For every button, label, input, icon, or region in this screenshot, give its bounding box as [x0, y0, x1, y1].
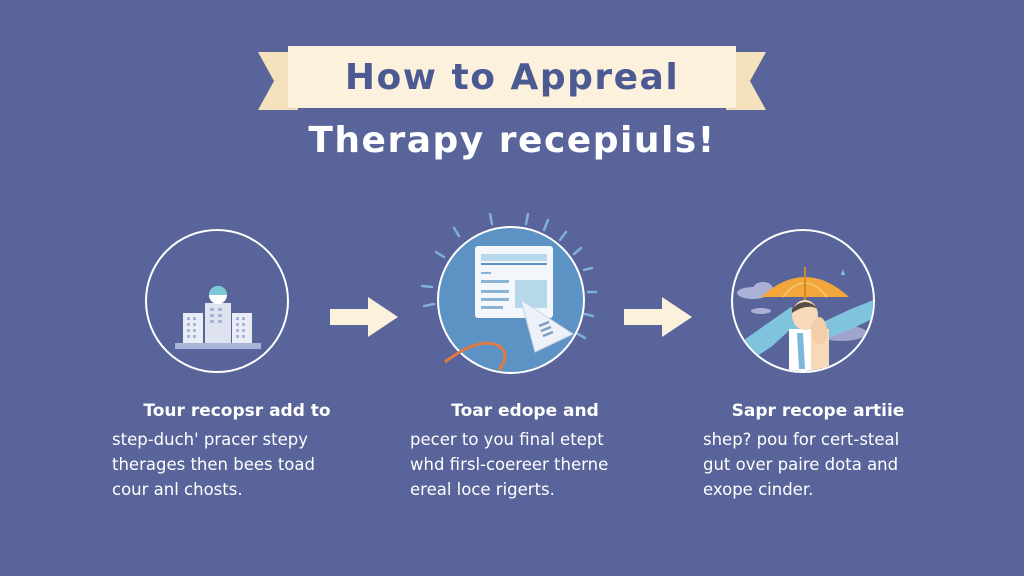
- glow-rays: [420, 212, 598, 340]
- step-2-title: Toar edope and: [451, 401, 599, 421]
- step-2-line-2: whd firsl-coereer therne: [410, 455, 609, 474]
- title-banner: How to Appreal: [258, 46, 766, 110]
- step-2-line-3: ereal loce rigerts.: [410, 480, 555, 499]
- hospital-building-icon: [175, 286, 261, 349]
- banner-title: How to Appreal: [344, 56, 680, 98]
- step-1-line-2: therages then bees toad: [112, 455, 315, 474]
- step-3-line-3: exope cinder.: [703, 480, 814, 499]
- step-2-icon-circle: [437, 226, 585, 374]
- step-3-title: Sapr recope artiie: [731, 401, 905, 421]
- banner-ribbon: How to Appreal: [288, 46, 736, 108]
- step-3-line-1: shep? pou for cert-steal: [703, 430, 900, 449]
- step-1-title: Tour recopsr add to: [143, 401, 331, 421]
- step-3-line-2: gut over paire dota and: [703, 455, 899, 474]
- step-3-text: Sapr recope artiie shep? pou for cert-st…: [703, 399, 933, 502]
- arrow-right-icon: [330, 297, 398, 337]
- step-1-icon-circle: [145, 229, 289, 373]
- step-1-text: Tour recopsr add to step-duch' pracer st…: [112, 399, 362, 502]
- step-2-line-1: pecer to you final etept: [410, 430, 604, 449]
- step-1-line-1: step-duch' pracer stepy: [112, 430, 308, 449]
- step-1-line-3: cour anl chosts.: [112, 480, 243, 499]
- step-2-text: Toar edope and pecer to you final etept …: [410, 399, 640, 502]
- document-cursor-icon: [444, 246, 575, 371]
- page-subtitle: Therapy recepiuls!: [308, 120, 716, 161]
- person-umbrella-icon: [733, 267, 873, 371]
- step-3-icon-circle: [731, 229, 875, 373]
- arrow-right-icon: [624, 297, 692, 337]
